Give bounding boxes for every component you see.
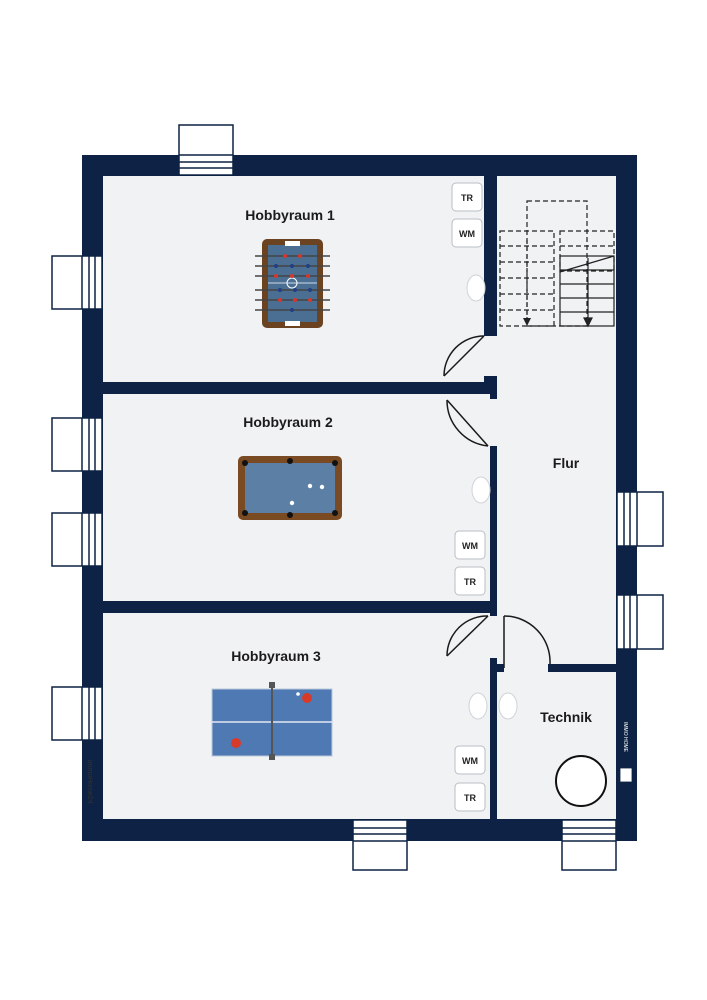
- door-opening-technik: [504, 662, 548, 674]
- washer-hobby1: WM: [451, 218, 483, 248]
- room-label-technik: Technik: [540, 709, 592, 725]
- logo-text: IMMO HOME: [622, 722, 628, 753]
- stairs-arrow-head: [523, 318, 531, 326]
- room-label-hobbyraum-2: Hobbyraum 2: [243, 414, 333, 430]
- room-label-hobbyraum-1: Hobbyraum 1: [245, 207, 335, 223]
- door-hobby1: [443, 335, 485, 377]
- staircase: [499, 200, 615, 328]
- door-hobby2: [446, 399, 489, 447]
- window-left-1: [51, 255, 103, 310]
- window-bottom-1: [352, 819, 408, 871]
- sink-technik: [498, 692, 518, 720]
- door-opening-hobby1: [484, 336, 498, 376]
- paddle-icon: [231, 738, 241, 748]
- door-technik: [503, 615, 551, 668]
- sink-hobby2: [471, 476, 491, 504]
- window-left-3: [51, 512, 103, 567]
- washer-label: WM: [462, 541, 478, 551]
- watermark-text: immoHome24: [86, 760, 93, 804]
- boiler-tank: [555, 755, 607, 807]
- washer-label: WM: [459, 229, 475, 239]
- door-opening-hobby2: [488, 399, 500, 446]
- stairs-lower-solid: [559, 255, 615, 328]
- window-top: [178, 124, 234, 176]
- door-opening-hobby3: [488, 616, 500, 658]
- dryer-label: TR: [464, 793, 476, 803]
- window-right-1: [616, 491, 664, 547]
- company-logo: IMMO HOME: [619, 722, 633, 783]
- paddle-icon: [302, 693, 312, 703]
- foosball-table: [255, 239, 330, 328]
- walls: [82, 155, 637, 841]
- dryer-hobby3: TR: [454, 782, 486, 812]
- window-left-2: [51, 417, 103, 472]
- room-label-flur: Flur: [553, 455, 580, 471]
- dryer-label: TR: [461, 193, 473, 203]
- ping-pong-table: [211, 682, 333, 760]
- window-bottom-2: [561, 819, 617, 871]
- sinks: [466, 274, 518, 720]
- appliances: TR WM WM TR WM TR: [451, 182, 607, 812]
- washer-label: WM: [462, 756, 478, 766]
- dryer-label: TR: [464, 577, 476, 587]
- window-right-2: [616, 594, 664, 650]
- sink-hobby1: [466, 274, 486, 302]
- room-label-hobbyraum-3: Hobbyraum 3: [231, 648, 321, 664]
- sink-hobby3: [468, 692, 488, 720]
- doors: [443, 335, 551, 668]
- windows: [51, 124, 664, 871]
- dryer-hobby2: TR: [454, 566, 486, 596]
- billiard-table: [238, 456, 342, 520]
- door-hobby3: [446, 615, 489, 657]
- window-left-4: [51, 686, 103, 741]
- washer-hobby3: WM: [454, 745, 486, 775]
- washer-hobby2: WM: [454, 530, 486, 560]
- dryer-hobby1: TR: [451, 182, 483, 212]
- floor-flur: [497, 176, 616, 664]
